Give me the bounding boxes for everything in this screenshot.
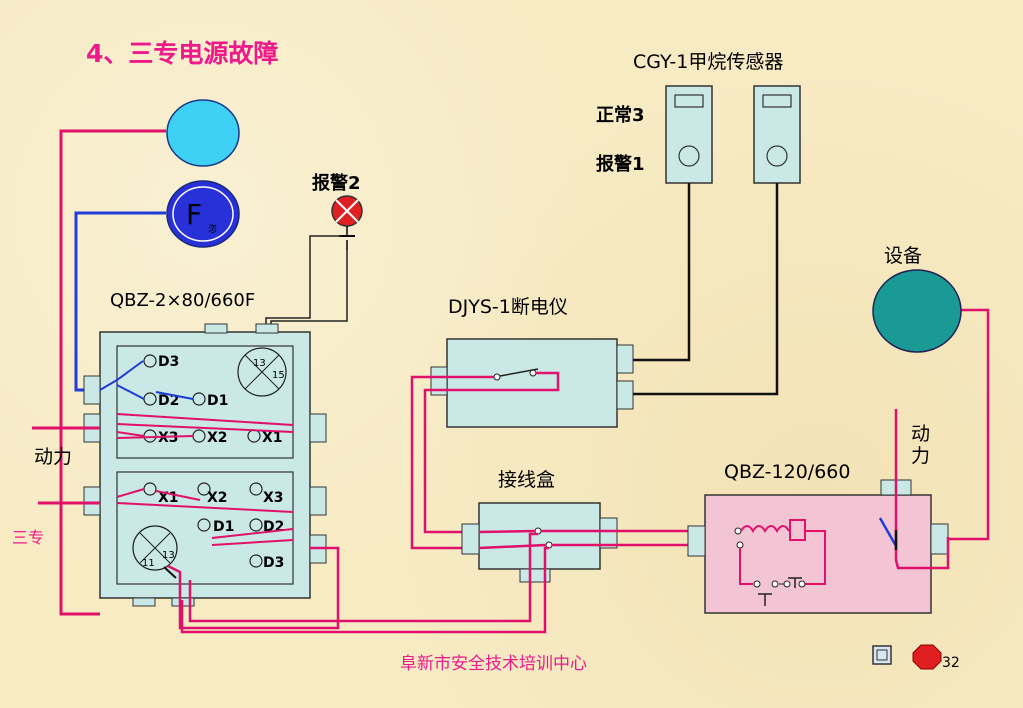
l-d3: D3 bbox=[263, 555, 284, 571]
svg-text:13: 13 bbox=[253, 358, 266, 369]
l-x3: X3 bbox=[263, 490, 284, 506]
sensor-normal-label: 正常3 bbox=[596, 104, 645, 126]
svg-text:15: 15 bbox=[272, 370, 285, 381]
page-number: 32 bbox=[942, 655, 960, 671]
power-right-2: 力 bbox=[911, 445, 930, 467]
sensor-title: CGY-1甲烷传感器 bbox=[633, 51, 783, 73]
alarm-light-label: 报警2 bbox=[312, 172, 361, 194]
equipment-circle bbox=[872, 269, 962, 353]
power-left-label: 动力 bbox=[34, 446, 72, 468]
l-d1: D1 bbox=[213, 519, 234, 535]
junction-box bbox=[478, 502, 601, 570]
u-d1: D1 bbox=[207, 393, 228, 409]
junction-title: 接线盒 bbox=[498, 469, 555, 491]
svg-text:13: 13 bbox=[162, 550, 175, 561]
wire-sensor-1 bbox=[633, 183, 691, 362]
djys-box bbox=[446, 338, 618, 428]
u-x2: X2 bbox=[207, 430, 228, 446]
f-indicator-outer bbox=[166, 180, 240, 248]
nav-square-button[interactable] bbox=[872, 645, 892, 665]
f-symbol-sub: 恣 bbox=[208, 223, 217, 235]
light-blue-indicator bbox=[166, 99, 240, 167]
u-x3: X3 bbox=[158, 430, 179, 446]
power-right-1: 动 bbox=[911, 423, 930, 445]
equipment-label: 设备 bbox=[884, 245, 922, 267]
wire-f-circle bbox=[74, 211, 166, 392]
u-x1: X1 bbox=[262, 430, 283, 446]
sanzhuan-label: 三专 bbox=[12, 528, 44, 547]
qbz2-title: QBZ-2×80/660F bbox=[110, 290, 255, 311]
slide-title: 4、三专电源故障 bbox=[86, 39, 278, 68]
sensor-alarm-label: 报警1 bbox=[596, 153, 645, 175]
footer-center: 阜新市安全技术培训中心 bbox=[400, 654, 587, 674]
wire-top-circle bbox=[59, 129, 166, 616]
nav-stop-button[interactable] bbox=[912, 644, 942, 670]
djys-title: DJYS-1断电仪 bbox=[448, 296, 568, 318]
wire-sensor-2 bbox=[633, 183, 779, 396]
f-symbol-text: F bbox=[186, 198, 202, 231]
svg-text:11: 11 bbox=[142, 558, 155, 569]
u-d3: D3 bbox=[158, 354, 179, 370]
qbz120-title: QBZ-120/660 bbox=[724, 461, 850, 483]
l-x2: X2 bbox=[207, 490, 228, 506]
f-indicator-inner bbox=[172, 186, 234, 242]
u-d2: D2 bbox=[158, 393, 179, 409]
